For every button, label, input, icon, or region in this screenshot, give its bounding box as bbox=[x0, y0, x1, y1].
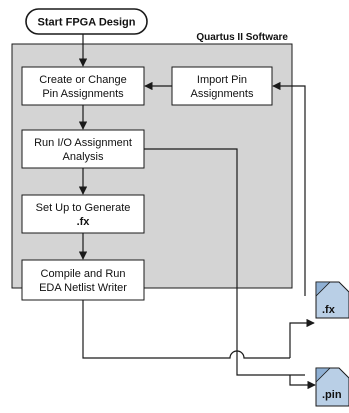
step-compile-line2: EDA Netlist Writer bbox=[39, 282, 127, 294]
step-create-pin-assignments bbox=[21, 66, 145, 106]
arrow-run-io-to-pin bbox=[144, 148, 305, 376]
fx-file-label: .fx bbox=[322, 304, 336, 316]
quartus-region-label: Quartus II Software bbox=[196, 32, 288, 43]
step-setup-line2: .fx bbox=[77, 216, 91, 228]
start-node-label: Start FPGA Design bbox=[38, 17, 136, 29]
arrow-fx-to-import bbox=[272, 81, 306, 296]
pin-file-icon bbox=[315, 367, 349, 407]
step-import-line1: Import Pin bbox=[197, 74, 247, 86]
step-compile-eda-writer bbox=[21, 259, 145, 301]
fx-file-icon bbox=[315, 281, 349, 319]
step-run-io-line2: Analysis bbox=[63, 151, 104, 163]
pin-file-label: .pin bbox=[322, 389, 342, 401]
arrow-compile-to-fx bbox=[289, 318, 315, 358]
step-run-io-line1: Run I/O Assignment bbox=[34, 137, 132, 149]
step-import-line2: Assignments bbox=[191, 88, 254, 100]
step-create-line1: Create or Change bbox=[39, 74, 126, 86]
step-import-pin-assignments bbox=[171, 66, 273, 106]
step-create-line2: Pin Assignments bbox=[42, 88, 124, 100]
start-node bbox=[25, 8, 148, 35]
step-setup-line1: Set Up to Generate bbox=[36, 202, 131, 214]
arrow-run-io-to-pin-tail bbox=[289, 375, 316, 390]
step-compile-line1: Compile and Run bbox=[41, 268, 126, 280]
arrow-compile-to-files bbox=[82, 300, 290, 359]
